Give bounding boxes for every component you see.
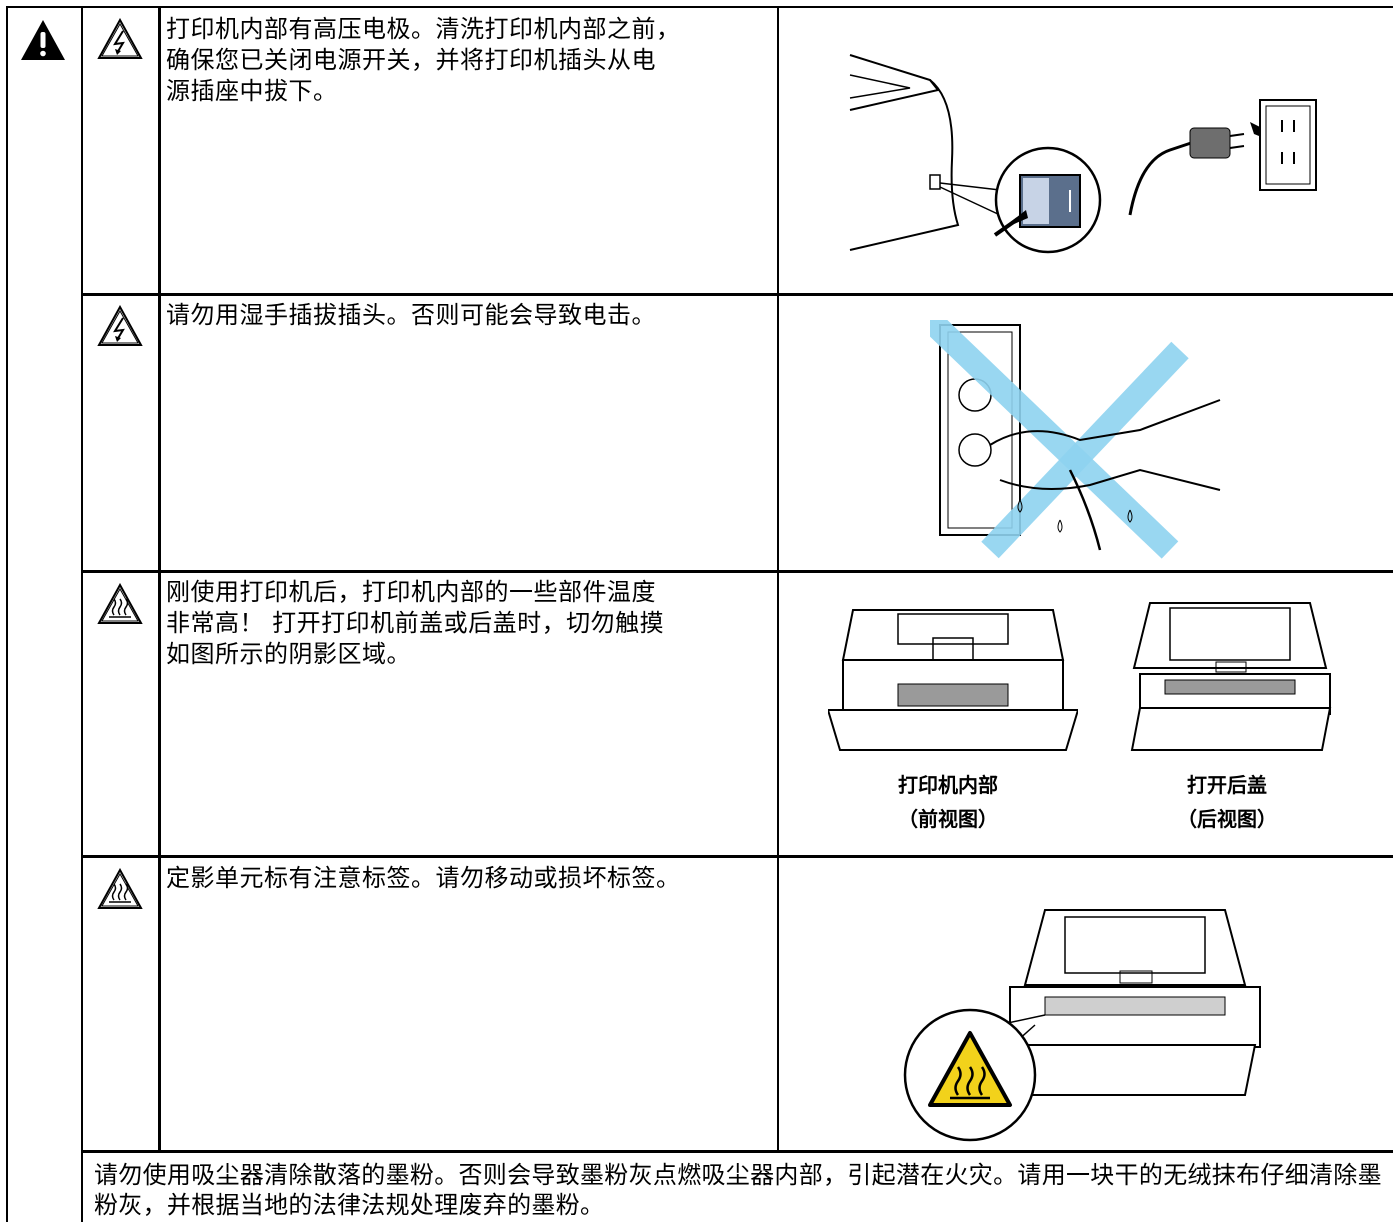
electric-shock-warning-icon [97, 18, 143, 59]
x-mark [930, 320, 1179, 559]
row-divider-2 [82, 570, 1393, 573]
printer-front-view-illustration [828, 609, 1078, 751]
wet-hands-prohibited-illustration [930, 320, 1221, 559]
warning-text-wet-hands: 请勿用湿手插拔插头。否则可能会导致电击。 [166, 301, 656, 329]
row-divider-4 [82, 1150, 1393, 1153]
vacuum-cleaner-warning-text: 请勿使用吸尘器清除散落的墨粉。否则会导致墨粉灰点燃吸尘器内部，引起潜在火灾。请用… [94, 1161, 1382, 1219]
row-divider-1 [82, 293, 1393, 296]
caption-front-view: 打印机内部 （前视图） [848, 768, 1048, 836]
text-column-divider [777, 6, 779, 1152]
caption-rear-view: 打开后盖 （后视图） [1127, 768, 1327, 836]
icon-column-divider [158, 6, 161, 1152]
warning-column-divider [81, 6, 83, 1222]
warning-text-fuser-label: 定影单元标有注意标签。请勿移动或损坏标签。 [166, 864, 681, 892]
hot-surface-warning-icon [97, 583, 143, 624]
table-top-border [6, 6, 1393, 8]
caption-rear-subtitle: （后视图） [1177, 807, 1277, 831]
hot-surface-warning-icon [97, 868, 143, 909]
warning-text-hot-parts: 刚使用打印机后，打印机内部的一些部件温度 非常高！ 打开打印机前盖或后盖时，切勿… [166, 578, 665, 668]
fuser-caution-label-illustration [903, 909, 1261, 1142]
caption-front-subtitle: （前视图） [898, 807, 998, 831]
electric-shock-warning-icon [97, 305, 143, 346]
row-divider-3 [82, 855, 1393, 858]
table-left-border [6, 6, 8, 1222]
power-off-illustration [849, 54, 1317, 254]
printer-rear-view-illustration [1130, 602, 1332, 751]
caption-front-title: 打印机内部 [898, 773, 998, 797]
caption-rear-title: 打开后盖 [1187, 773, 1267, 797]
warning-text-high-voltage: 打印机内部有高压电极。清洗打印机内部之前， 确保您已关闭电源开关，并将打印机插头… [166, 15, 681, 105]
caution-icon [21, 20, 65, 60]
